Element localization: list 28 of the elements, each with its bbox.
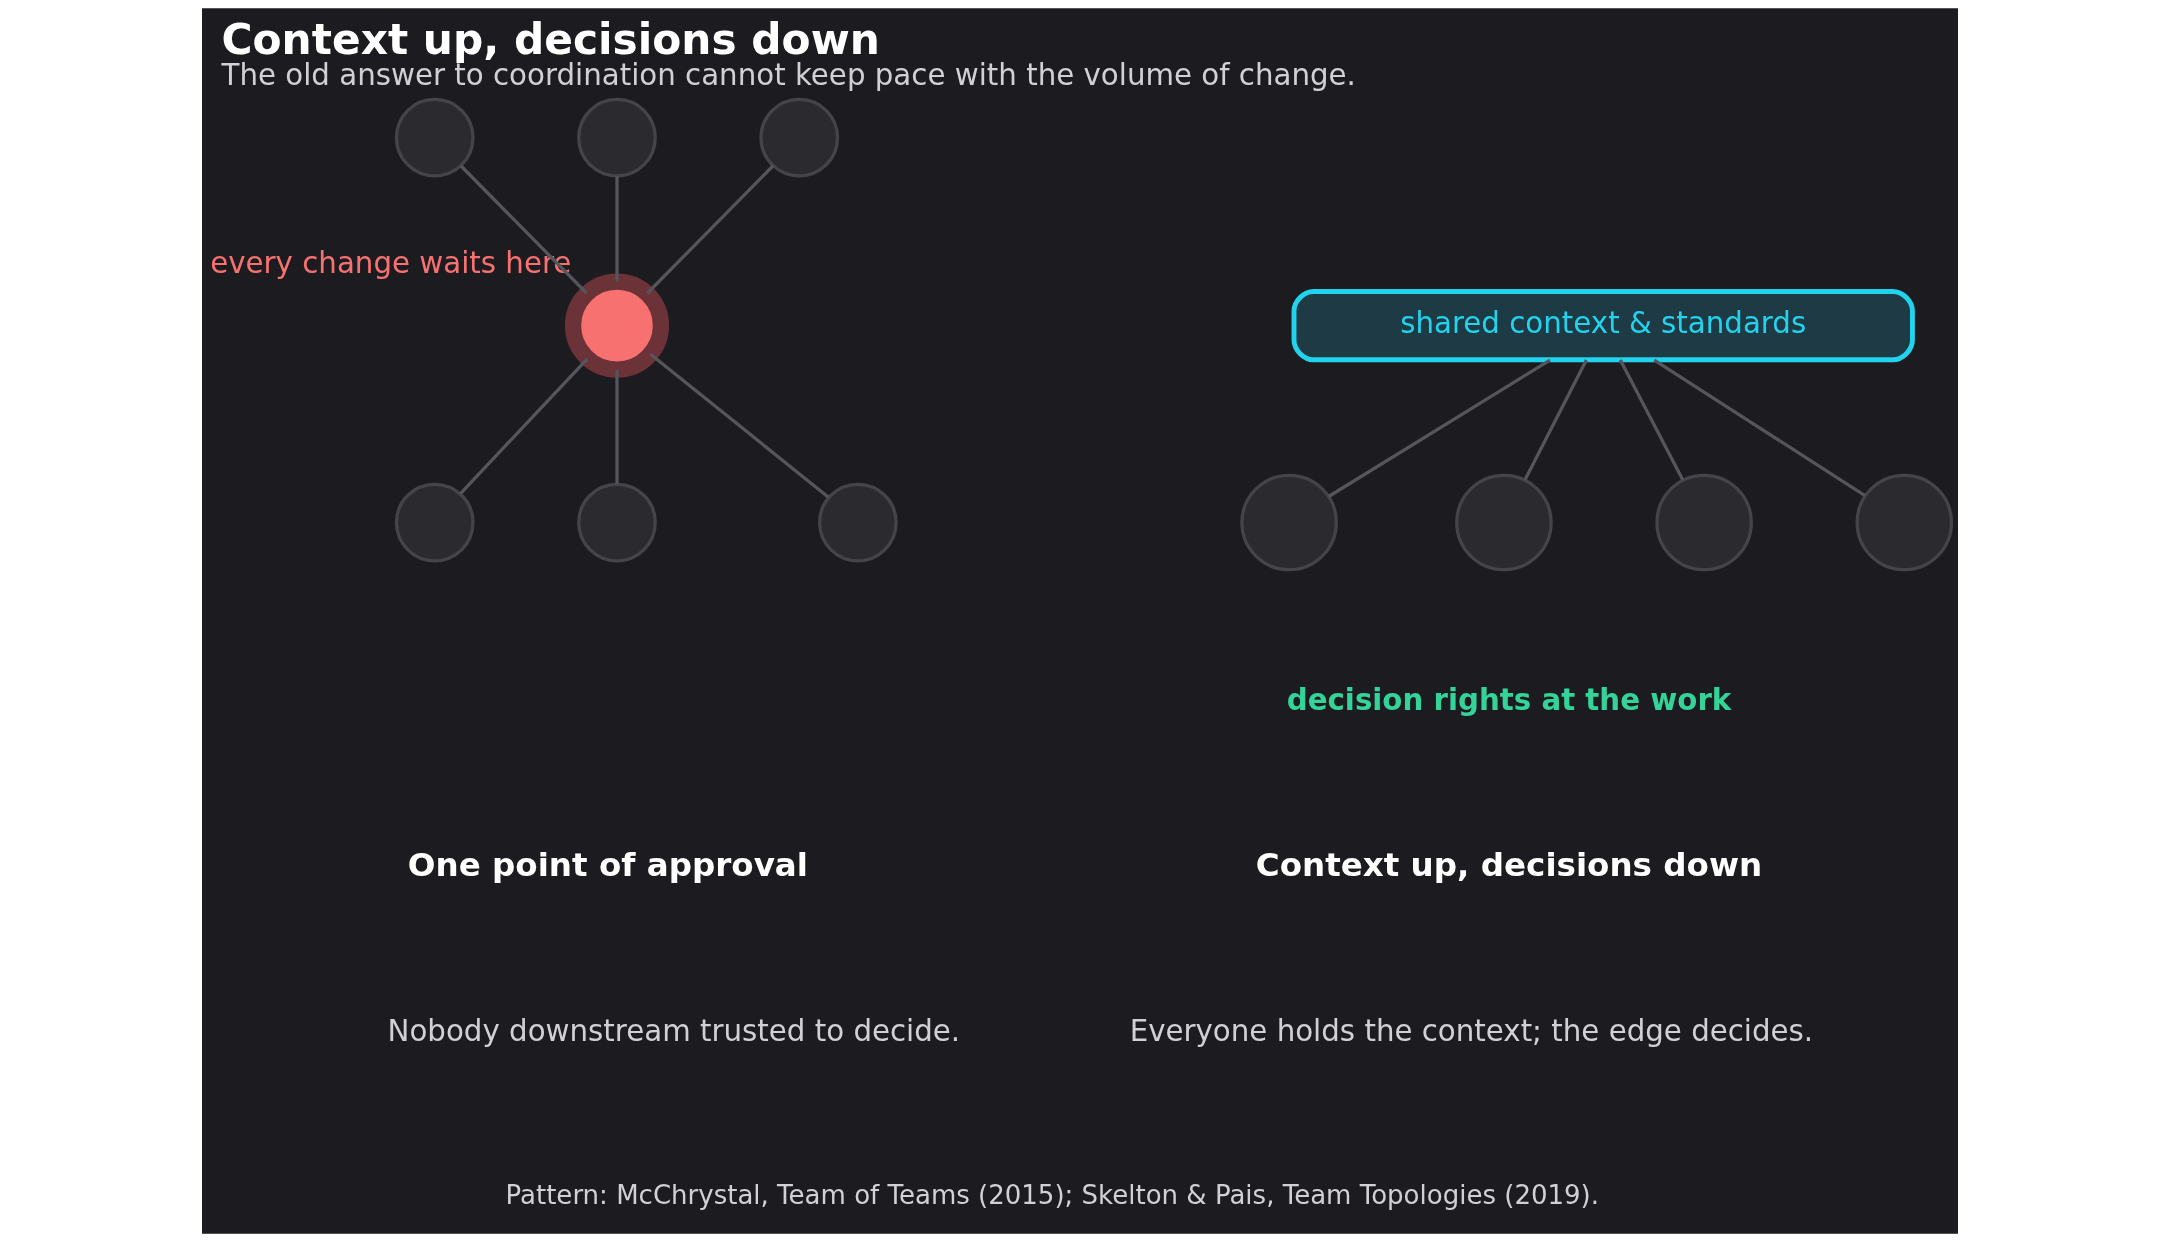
node-circle [564, 273, 670, 378]
node-circle [759, 97, 840, 178]
node-circle [1455, 473, 1553, 572]
label: Pattern: McChrystal, Team of Teams (2015); Skelton & Pais, Team Topologies (2019). [505, 1180, 1600, 1211]
node-circle [818, 482, 898, 563]
node-circle [394, 482, 475, 563]
connector [649, 352, 830, 499]
label: One point of approval [407, 845, 808, 884]
connector [646, 164, 775, 295]
node-circle [577, 97, 657, 178]
label: decision rights at the work [1286, 683, 1732, 718]
connector [459, 357, 589, 495]
connector [1618, 359, 1685, 481]
node-box: shared context & standards [1291, 289, 1915, 363]
connector [615, 369, 619, 484]
node-circle [1655, 473, 1753, 572]
node-circle [1855, 473, 1954, 572]
label: Context up, decisions down [1255, 845, 1763, 884]
label: Everyone holds the context; the edge decides. [1129, 1013, 1814, 1048]
label: Nobody downstream trusted to decide. [387, 1013, 961, 1048]
connector [459, 164, 588, 295]
node-circle [577, 482, 657, 563]
connector [615, 176, 619, 282]
node-circle [394, 97, 475, 178]
node-circle [1240, 473, 1338, 572]
connector [1523, 359, 1588, 481]
connector [1653, 358, 1866, 497]
connector [1327, 358, 1551, 498]
